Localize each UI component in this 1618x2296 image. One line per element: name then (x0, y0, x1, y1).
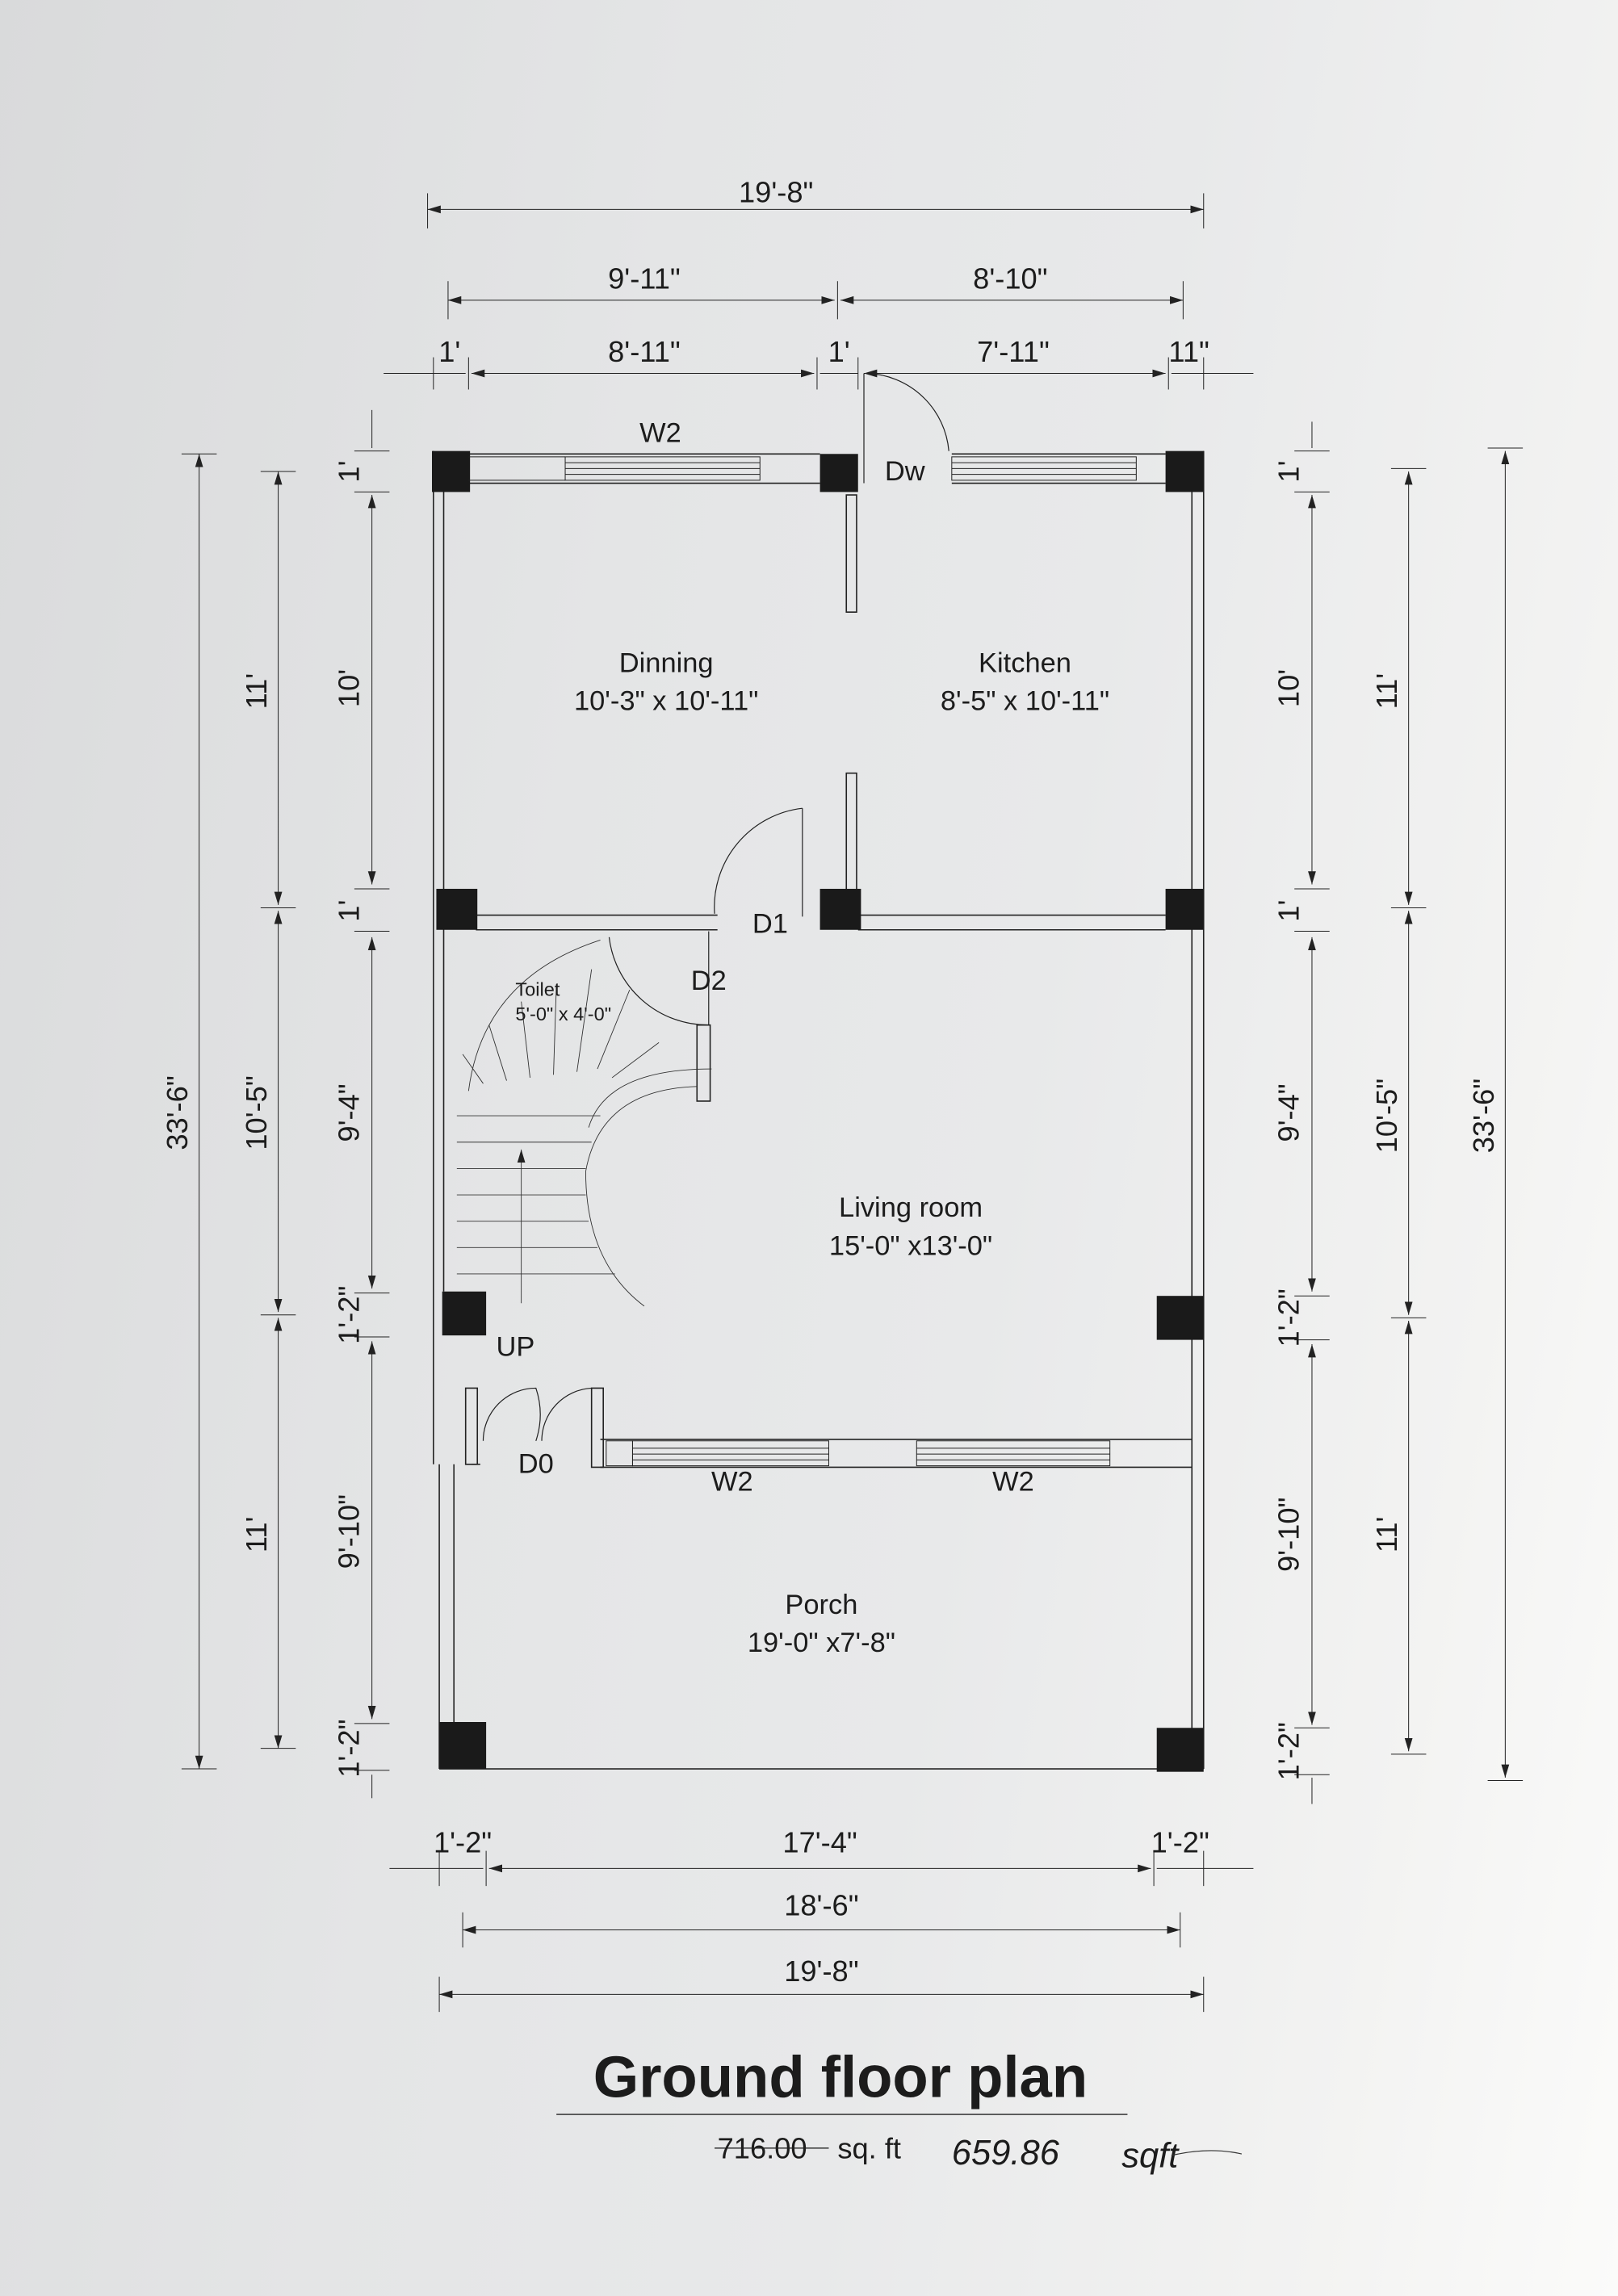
dim-left-in-5: 1'-2" (332, 1286, 365, 1344)
dim-top-overall: 19'-8" (739, 175, 813, 208)
title-block: Ground floor plan 716.00 sq. ft 659.86 s… (556, 2044, 1242, 2175)
dim-right-overall: 33'-6" (1467, 1079, 1500, 1153)
element-labels: W2 Dw D1 D2 UP D0 W2 W2 (496, 418, 1033, 1498)
windows (468, 457, 1136, 1466)
dimension-lines (182, 193, 1523, 2012)
dim-bottom-mid: 18'-6" (784, 1888, 858, 1921)
room-kitchen-name: Kitchen (979, 648, 1071, 679)
dim-top-seg-2: 8'-11" (608, 335, 681, 368)
dim-left-mid-1: 11' (240, 673, 273, 710)
label-d2: D2 (691, 966, 727, 996)
label-w2-front-right: W2 (992, 1466, 1034, 1497)
dim-right-in-4: 9'-4" (1272, 1083, 1306, 1142)
label-dw: Dw (885, 456, 925, 487)
room-kitchen-size: 8'-5" x 10'-11" (941, 686, 1109, 717)
dim-left-overall: 33'-6" (161, 1075, 194, 1150)
label-d0: D0 (518, 1449, 554, 1480)
dim-top-seg-5: 11" (1168, 335, 1209, 368)
dimension-labels: 19'-8" 9'-11" 8'-10" 1' 8'-11" 1' 7'-11"… (161, 175, 1500, 1988)
columns (432, 450, 1204, 1772)
dim-left-mid-3: 11' (240, 1517, 273, 1553)
room-labels: Dinning 10'-3" x 10'-11" Kitchen 8'-5" x… (515, 648, 1109, 1658)
doors (483, 374, 949, 1441)
room-living-size: 15'-0" x13'-0" (829, 1230, 992, 1261)
dim-right-in-2: 10' (1272, 669, 1306, 707)
room-toilet-size: 5'-0" x 4'-0" (515, 1003, 611, 1024)
dim-right-mid-1: 11' (1370, 673, 1403, 710)
dim-right-in-7: 1'-2" (1272, 1722, 1306, 1780)
dim-left-in-1: 1' (332, 460, 365, 482)
room-dinning-name: Dinning (619, 648, 714, 679)
label-w2-top: W2 (639, 418, 681, 449)
dim-left-in-6: 9'-10" (332, 1494, 365, 1569)
dim-bottom-overall: 19'-8" (784, 1955, 858, 1988)
room-living-name: Living room (839, 1192, 983, 1223)
room-porch-size: 19'-0" x7'-8" (748, 1628, 895, 1658)
dim-top-left: 9'-11" (608, 262, 681, 295)
dim-top-seg-3: 1' (828, 335, 850, 368)
area-handwritten-value: 659.86 (952, 2134, 1060, 2172)
area-handwritten-unit: sqft (1121, 2136, 1180, 2175)
area-printed-unit: sq. ft (837, 2132, 901, 2165)
dim-right-in-5: 1'-2" (1272, 1288, 1306, 1347)
dim-right-mid-3: 11' (1370, 1517, 1403, 1553)
dim-top-right: 8'-10" (973, 262, 1047, 295)
staircase (457, 940, 712, 1305)
dim-top-seg-4: 7'-11" (977, 335, 1050, 368)
dim-bottom-seg-2: 17'-4" (782, 1825, 857, 1858)
dim-bottom-seg-3: 1'-2" (1151, 1825, 1209, 1858)
walls (434, 451, 1204, 1769)
dim-left-in-2: 10' (332, 669, 365, 707)
dim-left-in-7: 1'-2" (332, 1720, 365, 1778)
dim-right-in-6: 9'-10" (1272, 1498, 1306, 1572)
plan-title: Ground floor plan (593, 2044, 1088, 2110)
dim-top-seg-1: 1' (438, 335, 460, 368)
dim-left-in-3: 1' (332, 900, 365, 922)
label-d1: D1 (752, 908, 788, 939)
dim-right-in-3: 1' (1272, 900, 1306, 922)
room-dinning-size: 10'-3" x 10'-11" (574, 686, 758, 717)
dim-left-in-4: 9'-4" (332, 1083, 365, 1142)
room-toilet-name: Toilet (515, 978, 560, 999)
dim-left-mid-2: 10'-5" (240, 1075, 273, 1150)
room-porch-name: Porch (785, 1590, 857, 1620)
dim-right-in-1: 1' (1272, 460, 1306, 482)
label-w2-front-left: W2 (711, 1466, 753, 1497)
dim-right-mid-2: 10'-5" (1370, 1079, 1403, 1153)
dim-bottom-seg-1: 1'-2" (434, 1825, 492, 1858)
label-up: UP (496, 1332, 534, 1363)
